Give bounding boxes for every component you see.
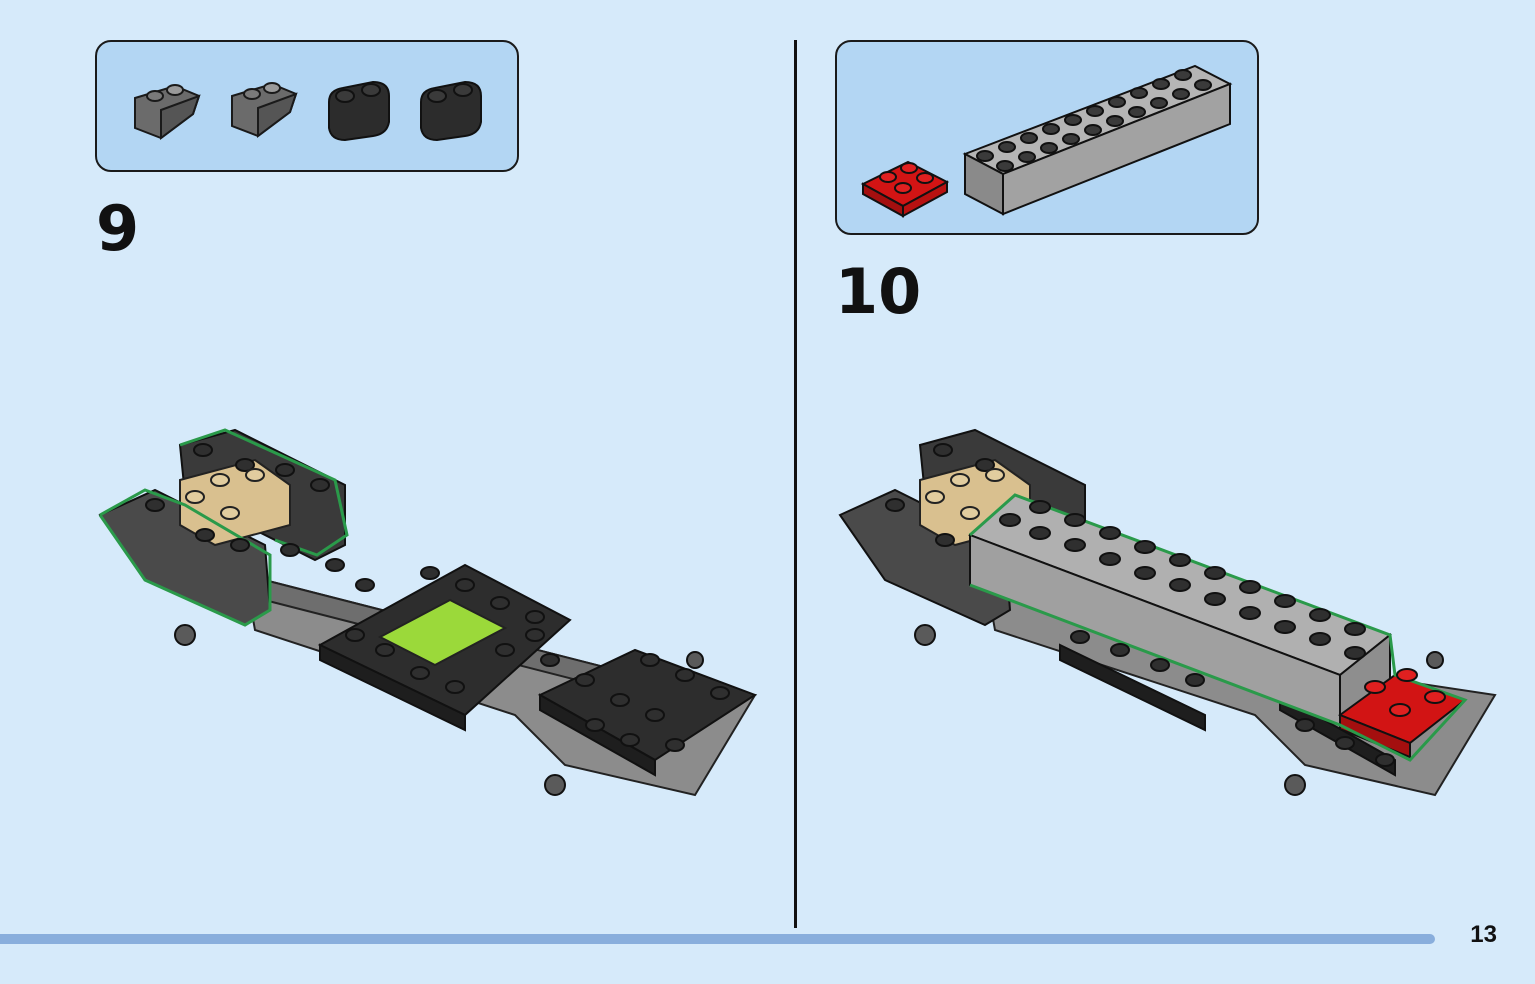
parts-step-9-illustration	[134, 80, 482, 142]
slope-brick-icon	[231, 82, 298, 138]
grey-long-brick-icon	[962, 64, 1233, 216]
step-10-model-illustration	[838, 428, 1497, 797]
progress-bar	[0, 934, 1435, 944]
column-divider	[794, 40, 797, 928]
step-number: 9	[96, 192, 140, 265]
red-plate-icon	[860, 160, 950, 218]
parts-callout-step-10	[835, 40, 1259, 235]
parts-callout-step-9	[95, 40, 519, 172]
step-9-model-illustration	[98, 428, 758, 797]
page-number: 13	[1470, 921, 1497, 948]
round-corner-brick-icon	[328, 80, 390, 142]
parts-step-10-illustration	[860, 64, 1233, 218]
slope-brick-icon	[134, 84, 201, 140]
round-corner-brick-icon	[420, 80, 482, 142]
step-number: 10	[835, 255, 922, 328]
